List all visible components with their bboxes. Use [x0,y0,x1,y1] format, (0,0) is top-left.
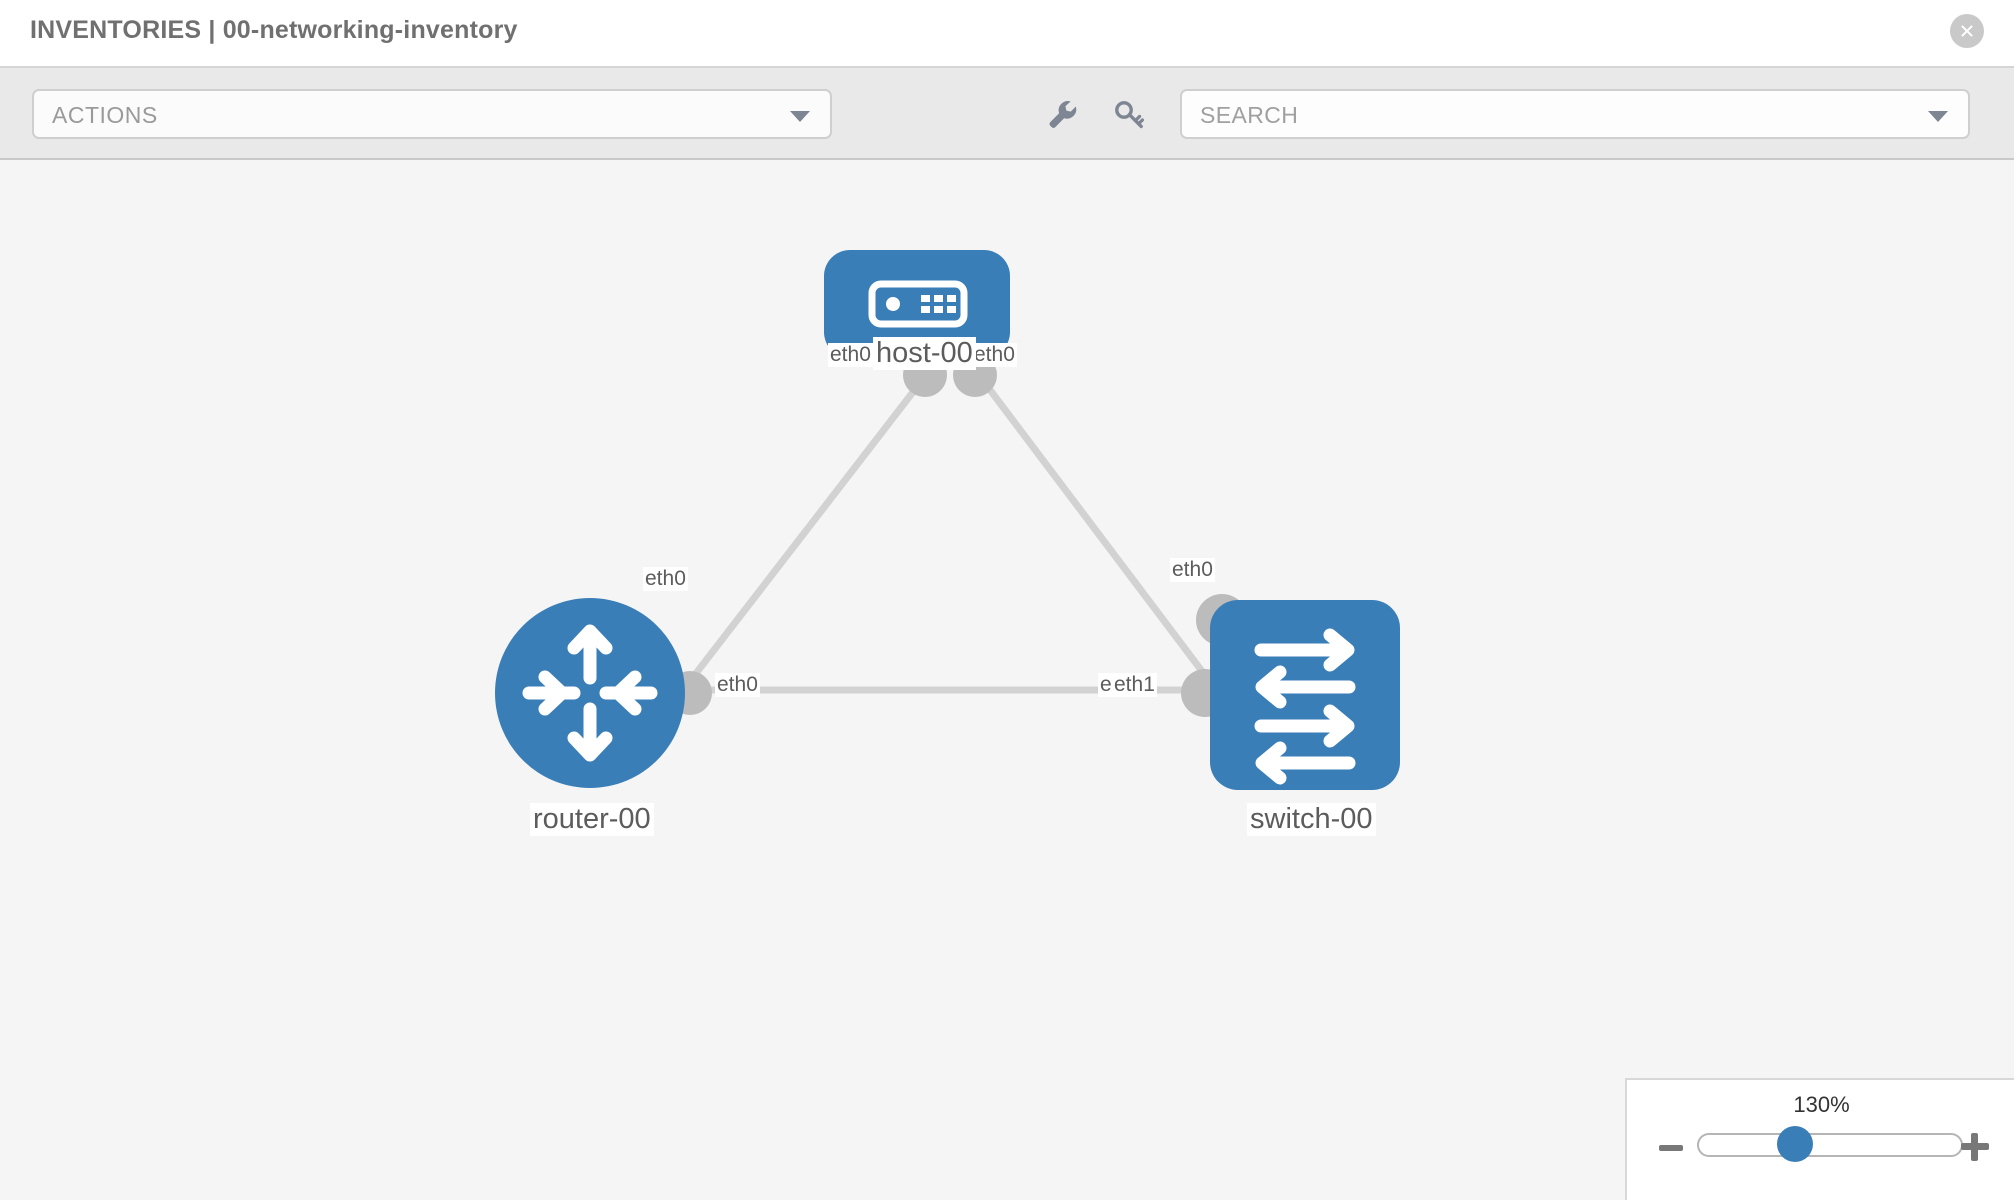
wrench-icon [1045,97,1079,136]
actions-dropdown-label: ACTIONS [52,102,158,128]
edge-label-host-right: eth0 [972,343,1017,367]
close-button[interactable] [1950,14,1984,48]
chevron-down-icon [790,111,810,122]
search-input[interactable]: SEARCH [1180,89,1970,139]
node-label-switch-00[interactable]: switch-00 [1247,803,1376,836]
node-label-host-00[interactable]: host-00 [873,337,976,370]
topology-canvas[interactable]: eth0 eth0 eth0 eth0 eth0 eth0 eth1 host-… [0,160,2014,1200]
server-icon [868,280,968,328]
node-switch-00 [1210,600,1400,790]
edge-host-router [657,367,933,723]
node-router-00 [495,598,685,788]
wrench-button[interactable] [1040,96,1084,136]
edge-host-switch [972,367,1238,718]
connection-handles [668,353,1248,717]
dialog-header: INVENTORIES | 00-networking-inventory [0,0,2014,68]
zoom-slider-thumb[interactable] [1777,1126,1813,1162]
key-icon [1113,97,1147,136]
key-button[interactable] [1108,96,1152,136]
zoom-control-panel: 130% [1625,1078,2014,1200]
edge-label-router-up: eth0 [643,567,688,591]
node-host-00 [824,250,1010,358]
edge-label-host-left: eth0 [828,343,873,367]
router-arrows-icon [522,624,658,762]
edge-label-switch-up: eth0 [1170,558,1215,582]
toolbar: ACTIONS SEARCH [0,68,2014,160]
zoom-slider-track[interactable] [1697,1133,1963,1157]
chevron-down-icon[interactable] [1928,111,1948,122]
zoom-out-button[interactable] [1657,1134,1685,1162]
edge-label-router-right: eth0 [715,673,760,697]
search-placeholder: SEARCH [1200,102,1299,128]
zoom-level-value: 130% [1793,1092,1850,1117]
edge-label-switch-left: eth1 [1112,673,1157,697]
node-label-router-00[interactable]: router-00 [530,803,654,836]
close-icon [1957,21,1977,41]
page-title: INVENTORIES | 00-networking-inventory [30,16,518,44]
topology-graph [495,250,1400,790]
actions-dropdown[interactable]: ACTIONS [32,89,832,139]
switch-arrows-icon [1254,628,1356,785]
zoom-in-button[interactable] [1958,1130,1992,1164]
